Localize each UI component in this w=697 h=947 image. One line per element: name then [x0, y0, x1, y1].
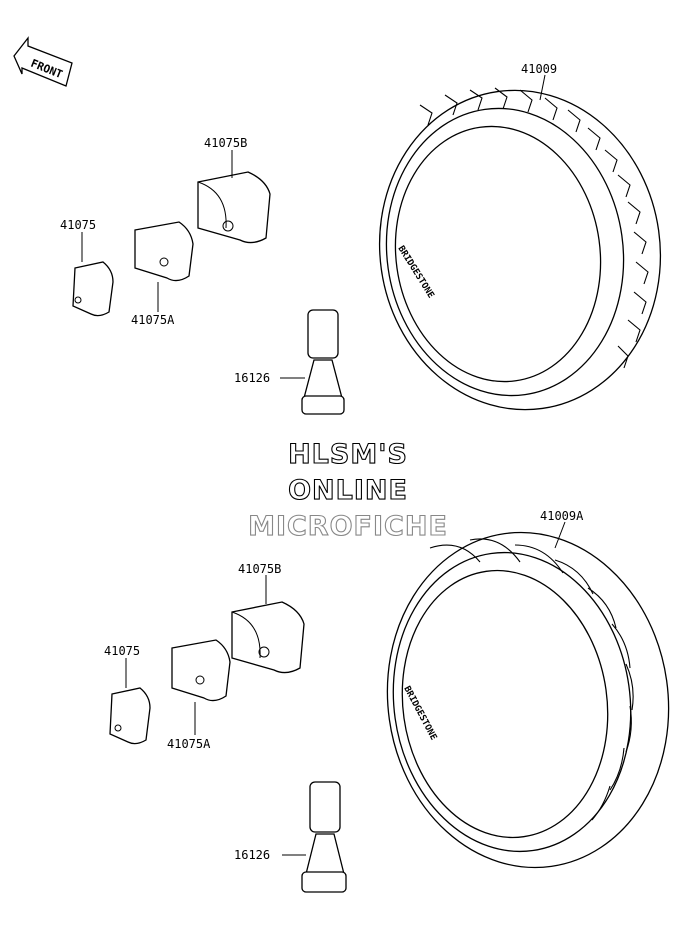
- valve-16126-bottom: [301, 781, 347, 893]
- callout-41075-bottom: 41075: [104, 644, 140, 658]
- front-arrow-badge: FRONT: [13, 36, 73, 87]
- balance-weight-41075b-top: [197, 171, 271, 244]
- callout-41075b-bottom: 41075B: [238, 562, 281, 576]
- balance-weight-41075-bottom: [109, 687, 151, 745]
- callout-41075a-bottom: 41075A: [167, 737, 211, 751]
- callout-41075a-top: 41075A: [131, 313, 175, 327]
- callout-41075b-top: 41075B: [204, 136, 247, 150]
- balance-weight-41075a-top: [134, 221, 194, 282]
- balance-weight-41075a-bottom: [171, 639, 231, 702]
- valve-16126-top: [301, 309, 345, 415]
- watermark-line1: HLSM'S: [288, 439, 408, 470]
- callout-41075-top: 41075: [60, 218, 96, 232]
- balance-weight-41075b-bottom: [231, 601, 305, 674]
- watermark-line2: ONLINE: [288, 475, 408, 506]
- balance-weight-41075-top: [72, 261, 114, 317]
- tire-41009: BRIDGESTONE: [378, 87, 662, 411]
- callout-41009a: 41009A: [540, 509, 584, 523]
- watermark-line3: MICROFICHE: [248, 511, 448, 542]
- tire-41009a: BRIDGESTONE: [386, 531, 670, 869]
- callout-41009: 41009: [521, 62, 557, 76]
- callout-16126-bottom: 16126: [234, 848, 270, 862]
- callout-16126-top: 16126: [234, 371, 270, 385]
